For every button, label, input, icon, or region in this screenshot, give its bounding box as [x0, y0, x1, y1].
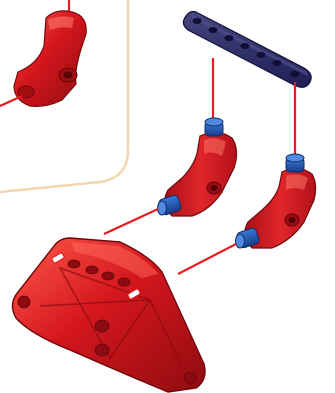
dark-blue-liftarm-beam — [183, 12, 311, 88]
guide-line-left-connector — [104, 209, 158, 234]
red-curved-connector-left — [158, 118, 237, 216]
guide-line-right-connector — [178, 244, 236, 274]
red-curved-connector-right — [236, 154, 316, 249]
red-panel-plate — [12, 238, 205, 392]
